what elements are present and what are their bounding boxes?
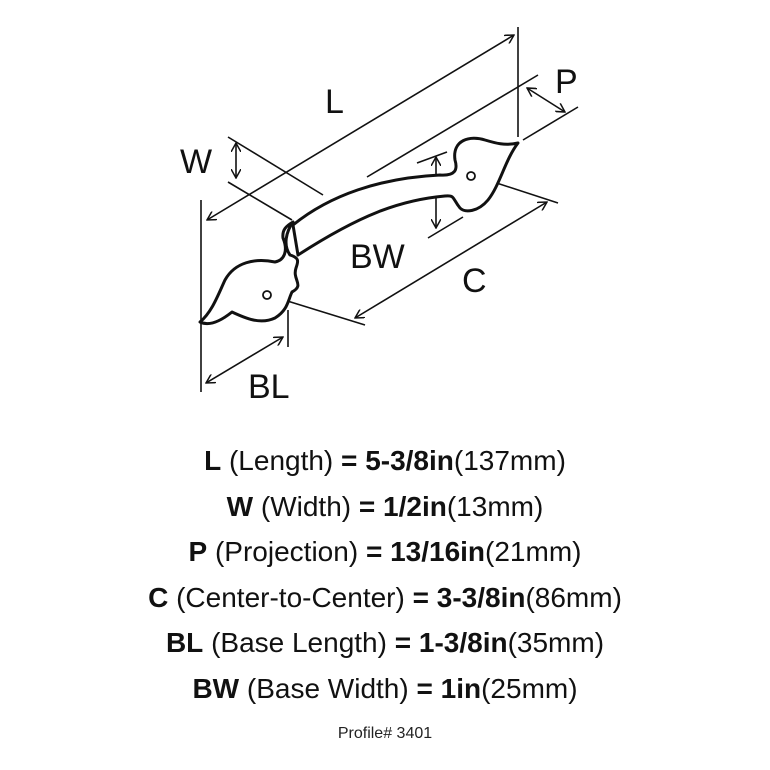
projection-extension-bottom <box>522 106 579 141</box>
spec-row-width: W (Width) = 1/2in(13mm) <box>0 484 770 530</box>
spec-name: (Base Length) <box>211 627 387 659</box>
spec-metric: (21mm) <box>485 536 582 568</box>
spec-row-projection: P (Projection) = 13/16in(21mm) <box>0 529 770 575</box>
label-L: L <box>325 83 344 121</box>
specifications-list: L (Length) = 5-3/8in(137mm) W (Width) = … <box>0 438 770 712</box>
handle-illustration <box>198 136 520 326</box>
label-BL: BL <box>248 368 290 406</box>
label-P: P <box>555 63 578 101</box>
spec-name: (Width) <box>260 490 352 522</box>
spec-code: P <box>188 536 208 568</box>
spec-code: W <box>226 490 254 522</box>
spec-metric: (13mm) <box>446 490 544 522</box>
spec-metric: (35mm) <box>507 627 605 659</box>
label-BW: BW <box>350 238 405 276</box>
width-extension-top <box>227 136 324 196</box>
spec-imperial: 1in <box>440 672 482 704</box>
spec-imperial: 1-3/8in <box>418 627 508 659</box>
spec-equals: = <box>341 445 358 476</box>
screw-hole-right <box>466 171 476 181</box>
spec-imperial: 3-3/8in <box>436 581 526 613</box>
projection-extension-top <box>366 74 539 178</box>
spec-name: (Base Width) <box>246 672 409 704</box>
spec-equals: = <box>365 536 383 568</box>
base-length-arrow <box>206 337 283 383</box>
spec-metric: (86mm) <box>525 581 622 613</box>
spec-equals: = <box>394 627 412 659</box>
projection-arrow <box>527 88 565 112</box>
screw-hole-left <box>262 290 272 300</box>
spec-metric: (25mm) <box>481 672 578 704</box>
base-width-extension-top <box>416 151 448 164</box>
spec-code: C <box>148 581 169 613</box>
spec-metric: (137mm) <box>453 445 566 476</box>
spec-equals: = <box>358 490 376 522</box>
spec-name: (Center-to-Center) <box>176 581 405 613</box>
spec-code: BL <box>165 627 204 659</box>
base-width-extension-bottom <box>427 216 464 239</box>
spec-name: (Projection) <box>214 536 359 568</box>
spec-code: L <box>204 445 222 476</box>
label-C: C <box>462 262 487 300</box>
spec-row-base-width: BW (Base Width) = 1in(25mm) <box>0 666 770 712</box>
spec-row-center-to-center: C (Center-to-Center) = 3-3/8in(86mm) <box>0 575 770 621</box>
length-arrow <box>207 35 514 220</box>
profile-number: Profile# 3401 <box>337 725 433 742</box>
spec-imperial: 5-3/8in <box>365 445 454 476</box>
spec-equals: = <box>412 581 429 613</box>
handle-dimension-diagram: L W P BW C BL <box>180 27 579 406</box>
spec-imperial: 13/16in <box>390 536 486 568</box>
spec-name: (Length) <box>228 445 334 476</box>
spec-equals: = <box>416 672 433 704</box>
spec-row-length: L (Length) = 5-3/8in(137mm) <box>0 438 770 484</box>
center-to-center-arrow <box>355 202 547 318</box>
label-W: W <box>180 143 212 181</box>
spec-row-base-length: BL (Base Length) = 1-3/8in(35mm) <box>0 620 770 666</box>
spec-code: BW <box>192 672 240 704</box>
spec-imperial: 1/2in <box>383 490 447 522</box>
